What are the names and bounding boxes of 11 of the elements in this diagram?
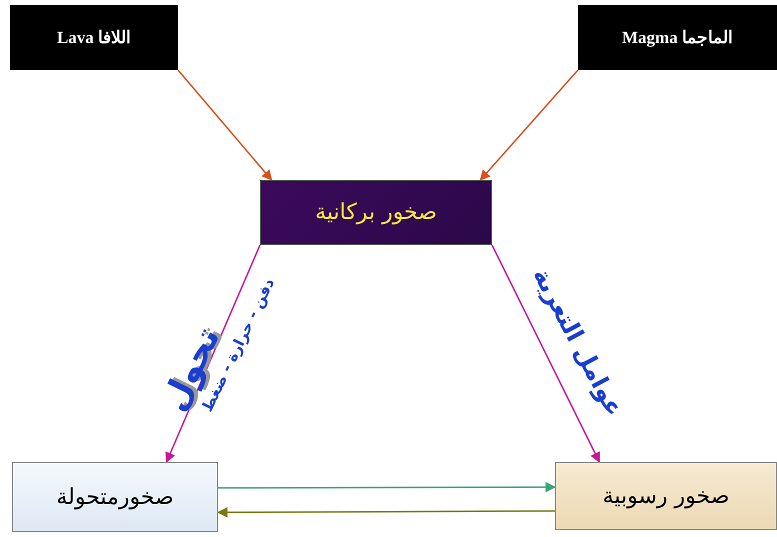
rock-box: صخور بركانية — [260, 180, 492, 245]
arrow — [218, 482, 556, 492]
arrow — [177, 70, 272, 181]
edge-label: عوامل التعرية — [526, 262, 628, 420]
rock-box: صخور رسوبية — [555, 462, 777, 530]
label-box: الماجما Magma — [578, 5, 777, 70]
arrow — [216, 507, 555, 518]
arrow — [491, 244, 600, 463]
label-box: اللافا Lava — [10, 5, 178, 70]
rock-box: صخورمتحولة — [12, 462, 218, 532]
arrow — [480, 70, 579, 181]
